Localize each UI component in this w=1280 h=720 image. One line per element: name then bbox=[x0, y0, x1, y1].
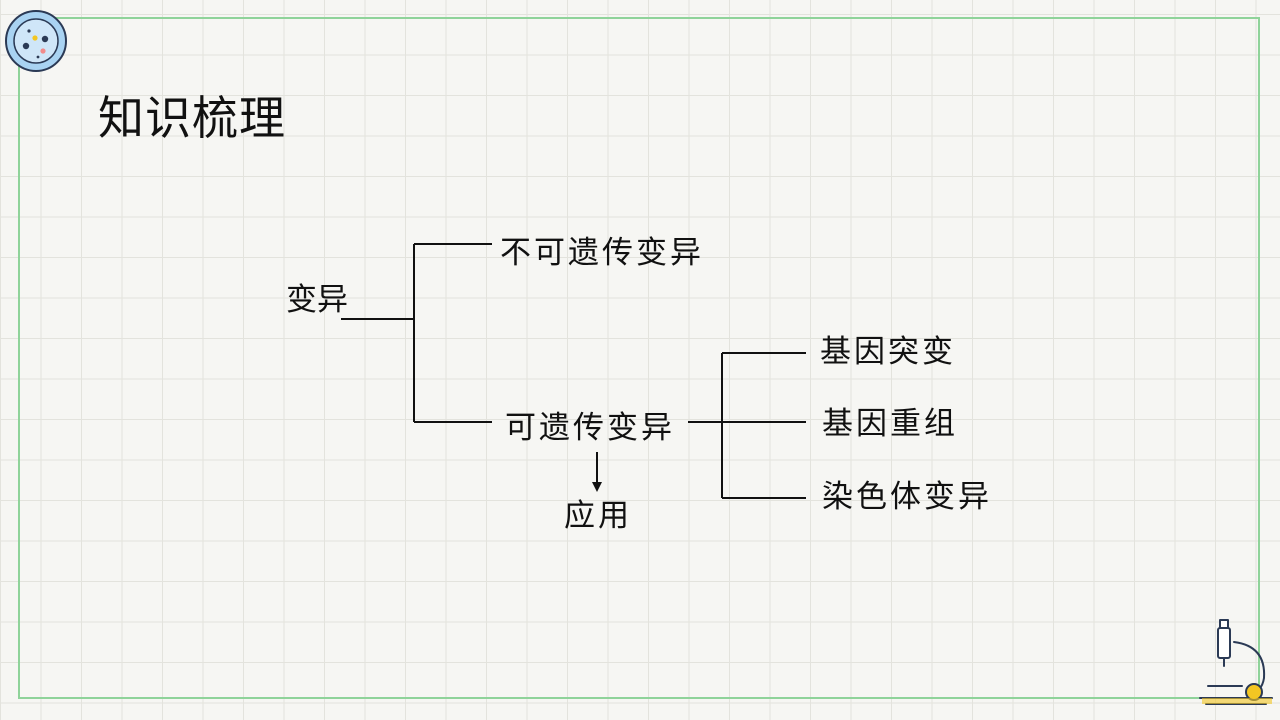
chromosome-variation-node: 染色体变异 bbox=[822, 479, 992, 515]
page-title: 知识梳理 bbox=[98, 91, 286, 145]
non-heritable-node: 不可遗传变异 bbox=[500, 235, 704, 271]
microscope-icon bbox=[1199, 619, 1273, 705]
badge-icon bbox=[5, 10, 67, 72]
heritable-node: 可遗传变异 bbox=[505, 410, 675, 446]
root-node: 变异 bbox=[286, 282, 348, 318]
page-frame bbox=[18, 17, 1260, 699]
application-arrow-head bbox=[592, 482, 602, 492]
application-node: 应用 bbox=[564, 498, 632, 534]
gene-recombination-node: 基因重组 bbox=[822, 406, 958, 442]
gene-mutation-node: 基因突变 bbox=[820, 334, 956, 370]
